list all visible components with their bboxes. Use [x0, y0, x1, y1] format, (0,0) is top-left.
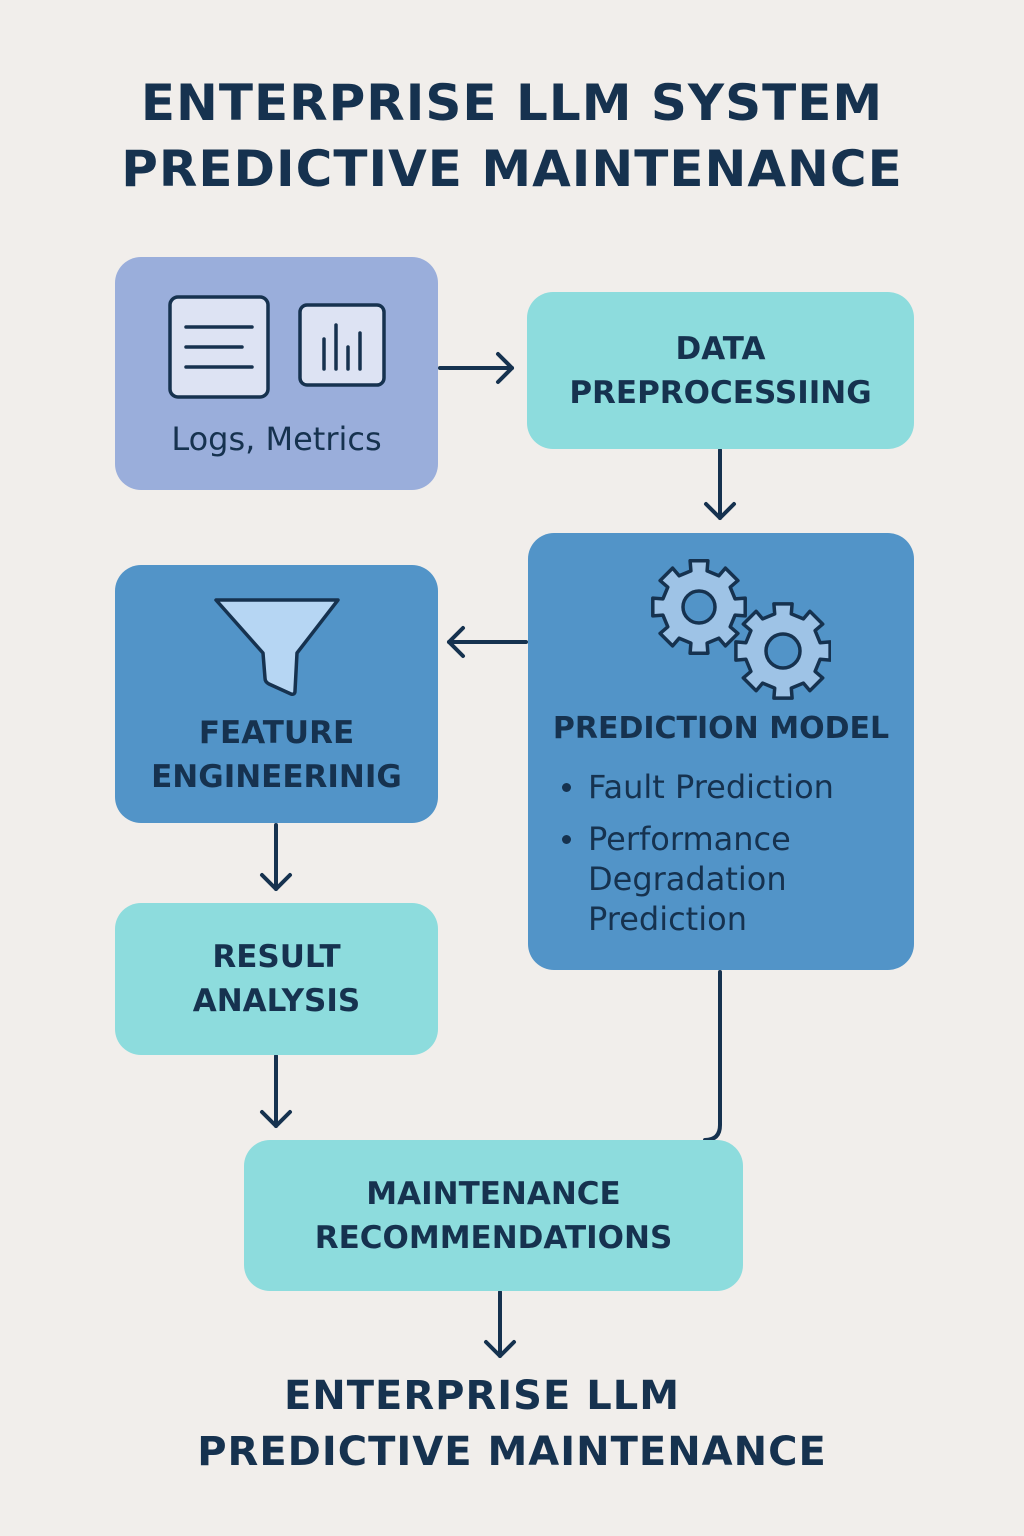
- arrow-recommendations-to-footer: [484, 1290, 516, 1358]
- prediction-model-box: PREDICTION MODEL Fault Prediction Perfor…: [528, 533, 914, 970]
- arrow-preprocessing-to-model: [704, 448, 736, 520]
- footer-title: ENTERPRISE LLM PREDICTIVE MAINTENANCE: [0, 1368, 1024, 1480]
- result-line-2: ANALYSIS: [192, 983, 361, 1019]
- feature-engineering-box: FEATURE ENGINEERINIG: [115, 565, 438, 823]
- document-icon: [167, 295, 270, 399]
- input-box: Logs, Metrics: [115, 257, 438, 490]
- arrow-model-to-feature: [447, 626, 528, 658]
- funnel-icon: [213, 598, 340, 696]
- prediction-model-bullets: Fault Prediction Performance Degradation…: [558, 767, 884, 951]
- maintenance-recommendations-box: MAINTENANCE RECOMMENDATIONS: [244, 1140, 743, 1291]
- feature-line-2: ENGINEERINIG: [151, 759, 402, 795]
- bullet-performance-degradation: Performance Degradation Prediction: [558, 819, 884, 939]
- preprocessing-line-2: PREPROCESSIING: [569, 374, 872, 411]
- input-icons: [167, 295, 386, 399]
- gears-icon: [651, 559, 831, 700]
- arrow-input-to-preprocessing: [438, 352, 514, 384]
- data-preprocessing-box: DATA PREPROCESSIING: [527, 292, 914, 449]
- title-line-1: ENTERPRISE LLM SYSTEM: [140, 74, 884, 132]
- input-label: Logs, Metrics: [171, 420, 382, 458]
- arrow-result-to-recommendations: [260, 1054, 292, 1128]
- footer-line-2: PREDICTIVE MAINTENANCE: [197, 1429, 827, 1475]
- connector-model-to-recommendations: [703, 970, 722, 1142]
- title-line-2: PREDICTIVE MAINTENANCE: [121, 140, 903, 198]
- prediction-model-title: PREDICTION MODEL: [552, 711, 890, 746]
- page-title: ENTERPRISE LLM SYSTEM PREDICTIVE MAINTEN…: [0, 70, 1024, 202]
- gear-icon: [651, 559, 747, 655]
- recommendations-line-2: RECOMMENDATIONS: [314, 1219, 673, 1256]
- bar-chart-icon: [297, 303, 386, 387]
- recommendations-line-1: MAINTENANCE: [366, 1175, 621, 1212]
- arrow-feature-to-result: [260, 823, 292, 891]
- preprocessing-line-1: DATA: [675, 330, 766, 367]
- gear-icon: [734, 602, 831, 700]
- feature-line-1: FEATURE: [198, 715, 355, 751]
- bullet-fault-prediction: Fault Prediction: [558, 767, 884, 807]
- result-analysis-box: RESULT ANALYSIS: [115, 903, 438, 1055]
- result-line-1: RESULT: [212, 939, 341, 975]
- footer-line-1: ENTERPRISE LLM: [283, 1373, 681, 1419]
